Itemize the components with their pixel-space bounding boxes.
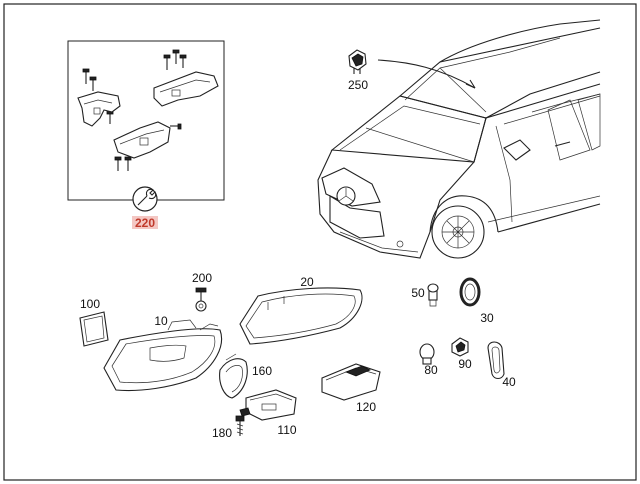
label-110[interactable]: 110 [277, 423, 296, 437]
bracket-assembly[interactable] [77, 49, 219, 171]
left-bracket [77, 91, 121, 127]
lower-bracket [113, 121, 171, 159]
label-10[interactable]: 10 [154, 314, 168, 328]
part-110-control-unit[interactable] [239, 389, 297, 421]
outer-frame [3, 3, 637, 481]
part-90-bulb-socket[interactable] [451, 337, 469, 357]
label-80[interactable]: 80 [424, 363, 438, 377]
label-50[interactable]: 50 [411, 286, 425, 300]
label-220[interactable]: 220 [135, 216, 155, 230]
label-20[interactable]: 20 [300, 275, 314, 289]
label-200[interactable]: 200 [192, 271, 212, 285]
label-120[interactable]: 120 [356, 400, 376, 414]
screw-group [82, 49, 187, 171]
part-120-ballast[interactable] [321, 363, 381, 401]
part-30-sealing-cap[interactable] [459, 277, 481, 307]
upper-bracket [153, 71, 219, 107]
highlight-bg [132, 216, 158, 229]
part-20-lens-cover[interactable] [239, 287, 363, 345]
part-80-bulb[interactable] [419, 343, 435, 365]
part-180-screw[interactable] [235, 415, 245, 436]
leader-250 [377, 59, 476, 89]
label-100[interactable]: 100 [80, 297, 100, 311]
part-100-gasket[interactable] [79, 311, 109, 347]
part-50-bulb[interactable] [427, 283, 439, 307]
label-30[interactable]: 30 [480, 311, 494, 325]
label-160[interactable]: 160 [252, 364, 272, 378]
part-250-bulb-socket[interactable] [348, 49, 367, 74]
label-250[interactable]: 250 [348, 78, 368, 92]
part-160-cover-cap[interactable] [219, 353, 248, 399]
label-180[interactable]: 180 [212, 426, 232, 440]
label-40[interactable]: 40 [502, 375, 516, 389]
part-200-screw[interactable] [195, 287, 207, 312]
car-illustration [317, 19, 601, 259]
part-10-headlamp[interactable] [103, 319, 222, 392]
part-40-side-marker[interactable] [487, 341, 505, 380]
wrench-icon[interactable] [132, 186, 158, 212]
label-90[interactable]: 90 [458, 357, 472, 371]
